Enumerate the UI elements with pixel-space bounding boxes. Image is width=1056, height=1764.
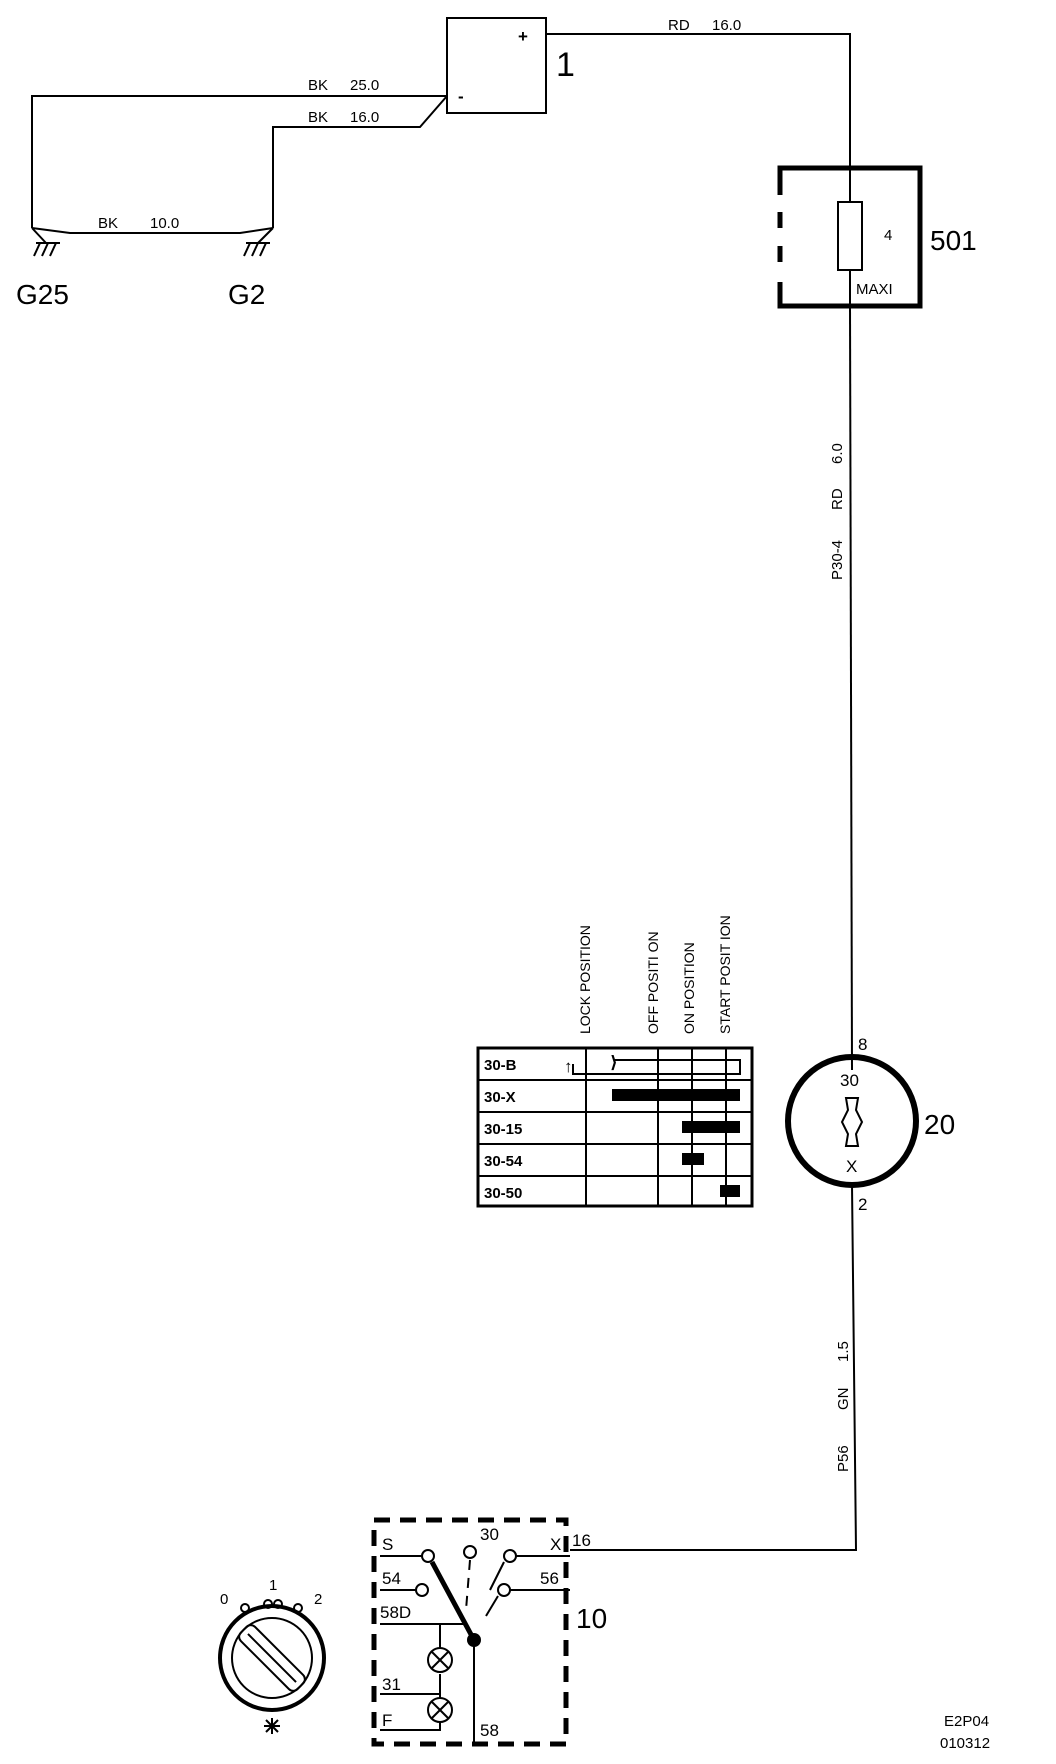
table-header-off: OFF POSITI ON [645, 931, 661, 1034]
table-header-lock: LOCK POSITION [577, 925, 593, 1034]
ignition-term-in: 30 [840, 1071, 859, 1090]
wire-bk10-size: 10.0 [150, 215, 179, 232]
bar-30x [612, 1089, 740, 1101]
switch-position-table: LOCK POSITION OFF POSITI ON ON POSITION … [476, 915, 754, 1208]
ground-g2: G2 [228, 227, 274, 310]
wire-bk16-color: BK [308, 109, 328, 126]
wire-p30-4-color: RD [829, 488, 846, 510]
term-30: 30 [480, 1525, 499, 1544]
rotary-knob-icon: 0 1 2 [218, 1577, 326, 1734]
footer-code: E2P04 [944, 1713, 989, 1730]
ignition-pin-out: 2 [858, 1195, 867, 1214]
table-header-start: START POSIT ION [717, 915, 733, 1034]
bar-30-15 [682, 1121, 740, 1133]
term-f: F [382, 1711, 392, 1730]
ground-g25-label: G25 [16, 279, 69, 310]
wire-p56-size: 1.5 [835, 1341, 852, 1362]
term-56: 56 [540, 1569, 559, 1588]
wire-p56-code: P56 [835, 1445, 852, 1472]
positive-wiring: RD 16.0 [546, 17, 851, 175]
wire-p30-4-size: 6.0 [829, 443, 846, 464]
table-row-30b: 30-B [484, 1057, 517, 1074]
bar-30-50 [720, 1185, 740, 1197]
ignition-term-out: X [846, 1157, 857, 1176]
wire-rd16-color: RD [668, 17, 690, 34]
ignition-switch: 8 30 X 2 20 [785, 1035, 955, 1214]
wire-p56-color: GN [835, 1388, 852, 1411]
wire-p56: P56 GN 1.5 [570, 1184, 858, 1551]
term-58d: 58D [380, 1603, 411, 1622]
battery-minus-label: - [458, 87, 464, 106]
ignition-number: 20 [924, 1109, 955, 1140]
light-switch: 10 16 S 54 58D 31 F 30 X 56 [371, 1517, 607, 1747]
light-switch-number: 10 [576, 1603, 607, 1634]
term-54: 54 [382, 1569, 401, 1588]
term-s: S [382, 1535, 393, 1554]
battery: + - 1 [446, 17, 575, 114]
fuse-type-label: MAXI [856, 281, 893, 298]
table-row-30-15: 30-15 [484, 1121, 522, 1138]
wire-rd16-size: 16.0 [712, 17, 741, 34]
wire-p30-4: P30-4 RD 6.0 [829, 305, 853, 1071]
knob-pos-1: 1 [269, 1577, 277, 1594]
wire-p30-4-code: P30-4 [829, 540, 846, 580]
ground-g25: G25 [16, 227, 69, 310]
wire-bk16-size: 16.0 [350, 109, 379, 126]
wire-bk25-color: BK [308, 77, 328, 94]
ground-g2-label: G2 [228, 279, 265, 310]
wire-bk25-size: 25.0 [350, 77, 379, 94]
table-row-30-54: 30-54 [484, 1153, 523, 1170]
footer: E2P04 010312 [940, 1713, 990, 1752]
wire-bk10-color: BK [98, 215, 118, 232]
bar-30-54 [682, 1153, 704, 1165]
ignition-pin-in: 8 [858, 1035, 867, 1054]
footer-date: 010312 [940, 1735, 990, 1752]
table-header-on: ON POSITION [681, 942, 697, 1034]
ground-wiring: BK 25.0 BK 16.0 BK 10.0 [31, 77, 448, 234]
fuse-pin-label: 4 [884, 227, 892, 244]
battery-number: 1 [556, 46, 575, 84]
term-31: 31 [382, 1675, 401, 1694]
maxi-fuse: 4 MAXI 501 [777, 165, 977, 309]
battery-plus-label: + [518, 27, 528, 46]
lock-arrow-icon: ↑ [564, 1057, 573, 1076]
term-58: 58 [480, 1721, 499, 1740]
knob-pos-0: 0 [220, 1591, 228, 1608]
knob-pos-2: 2 [314, 1591, 322, 1608]
fuse-number: 501 [930, 225, 977, 256]
lock-mark-icon: ⟩ [610, 1053, 618, 1072]
light-switch-pin-x: 16 [572, 1531, 591, 1550]
key-symbol [840, 1097, 864, 1147]
table-row-30-50: 30-50 [484, 1185, 522, 1202]
term-x: X [550, 1535, 561, 1554]
table-row-30x: 30-X [484, 1089, 516, 1106]
